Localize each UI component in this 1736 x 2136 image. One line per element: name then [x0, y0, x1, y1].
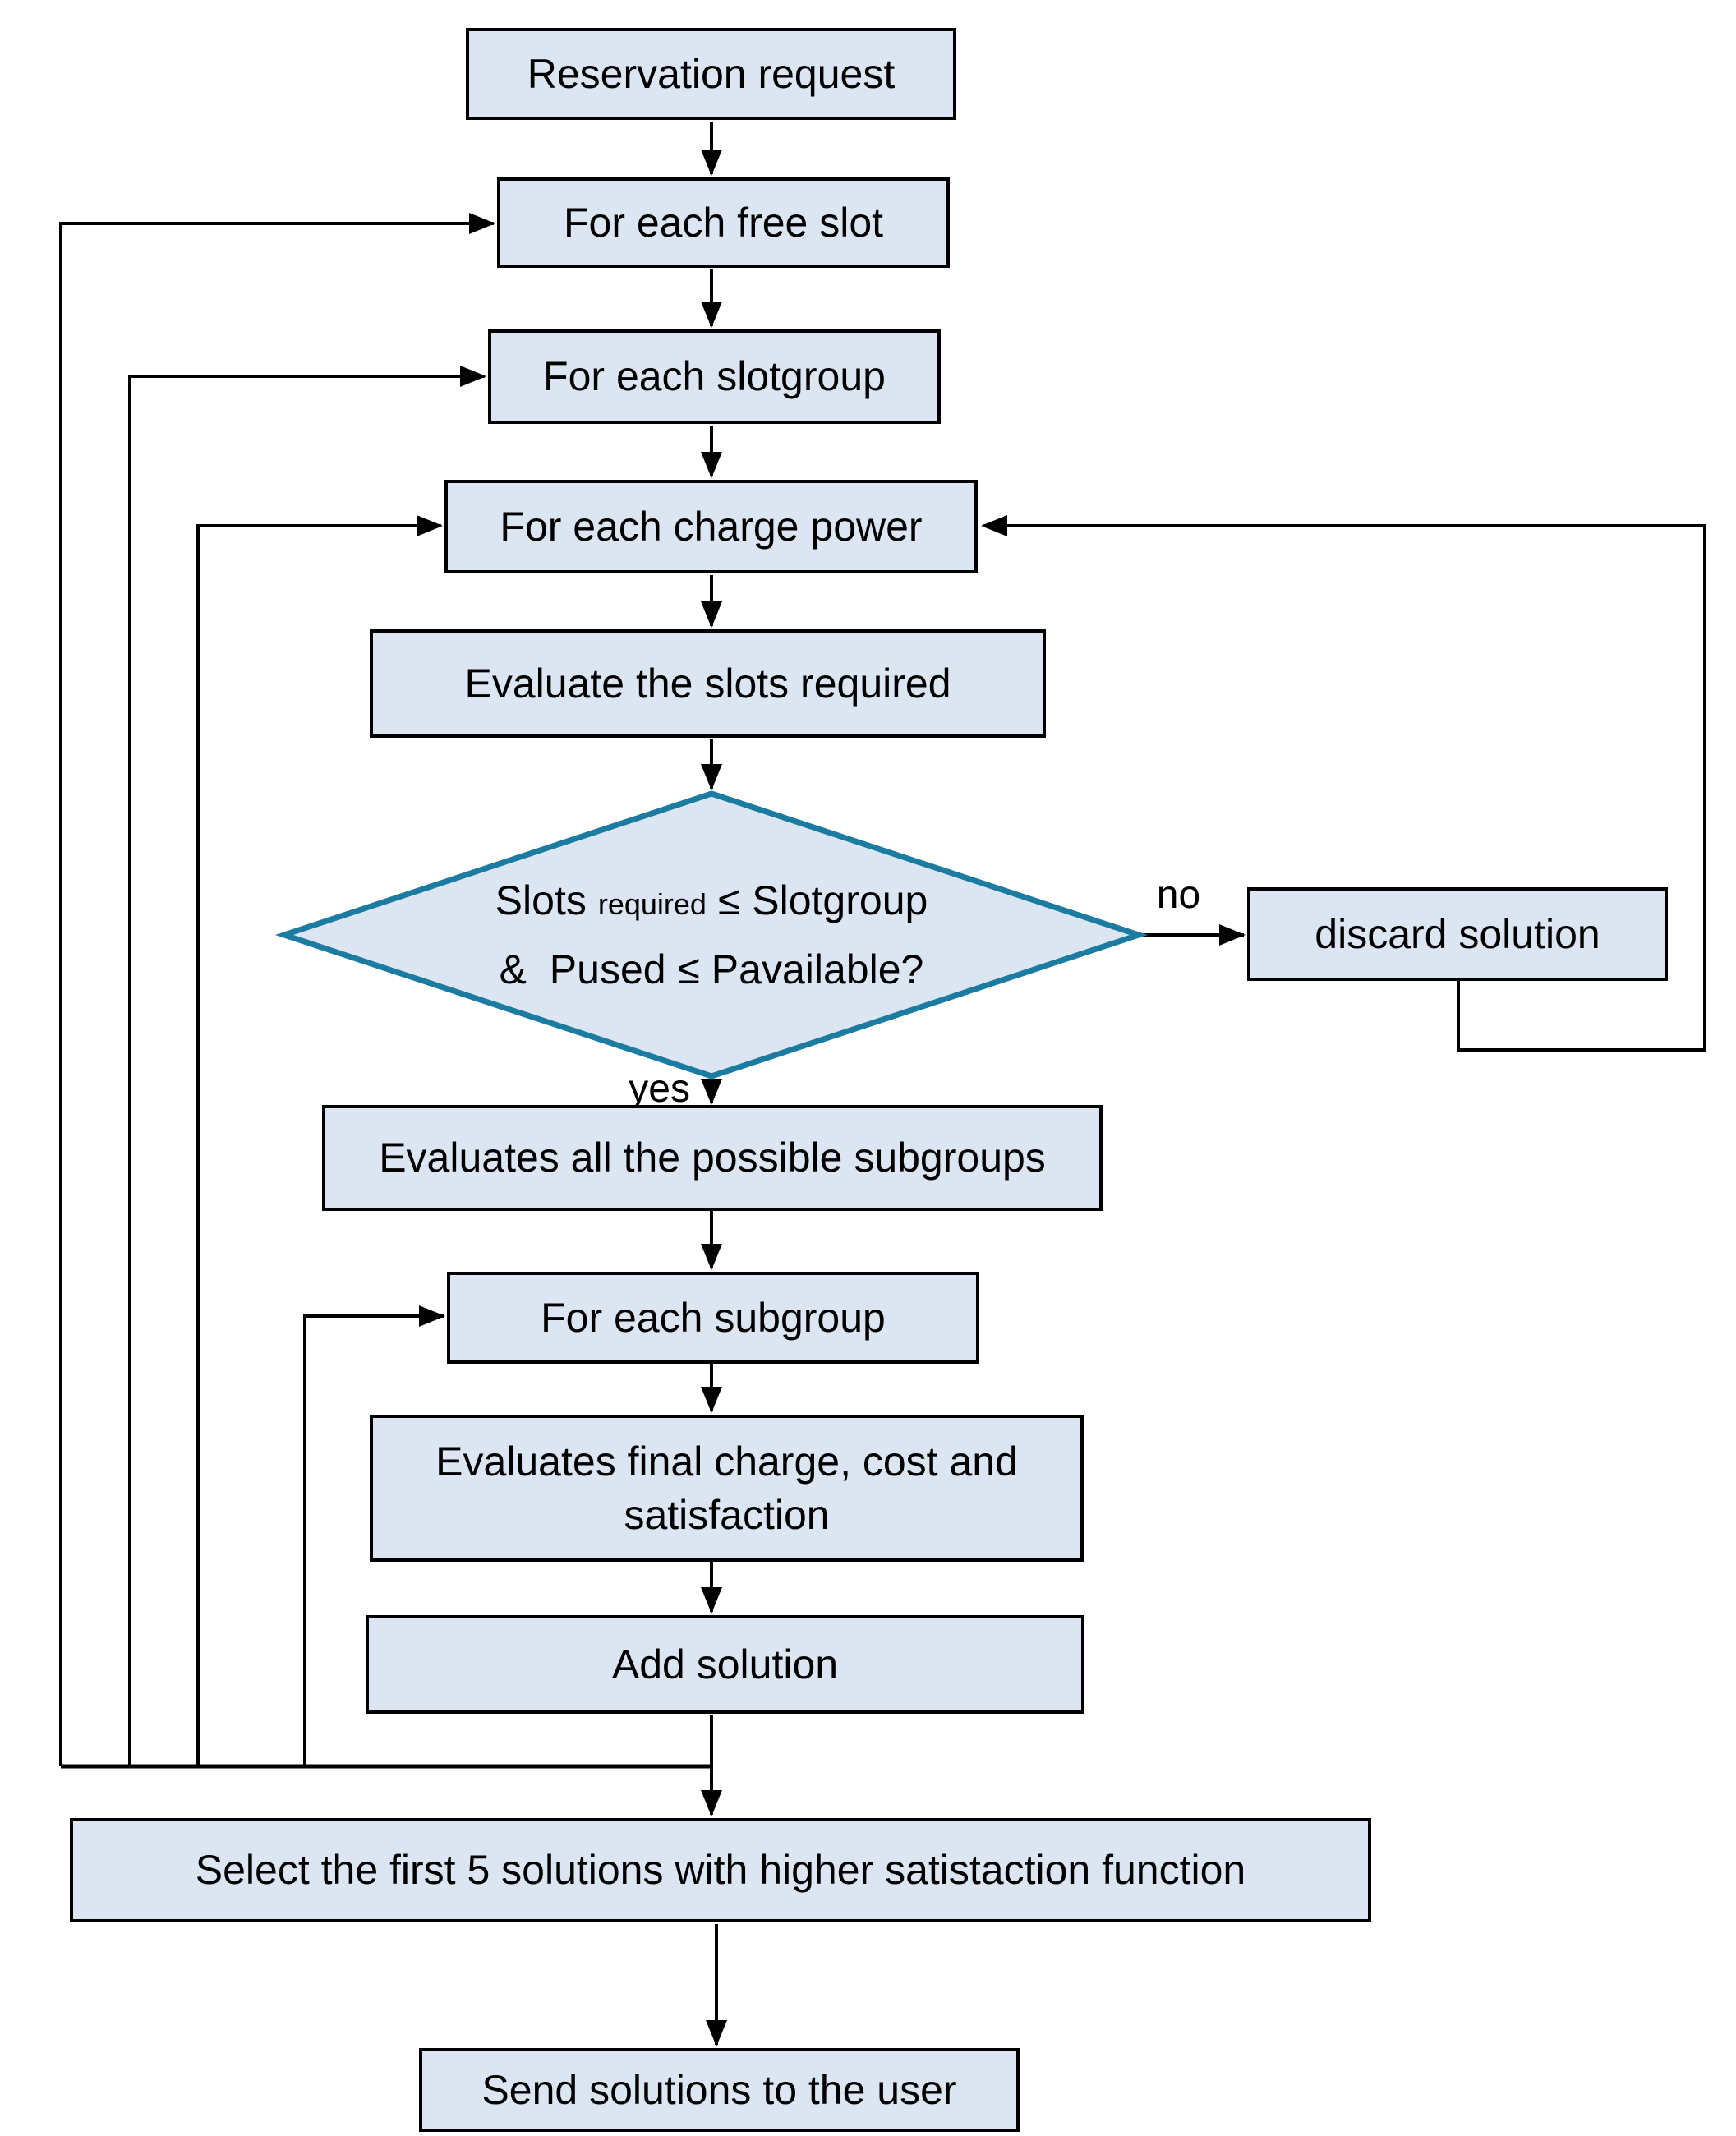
node-send-solutions: Send solutions to the user: [419, 2048, 1020, 2132]
node-label: Evaluates all the possible subgroups: [379, 1135, 1046, 1181]
edge-loop-slotgroup: [128, 366, 486, 1766]
decision-line2: & Pused ≤ Pavailable?: [499, 946, 924, 992]
decision-line1: Slots required ≤ Slotgroup: [495, 877, 928, 924]
edge-discard-return-to-chargepower: [981, 515, 1706, 1052]
node-label: Evaluates final charge, cost and satisfa…: [435, 1438, 1018, 1538]
node-for-each-slotgroup: For each slotgroup: [488, 329, 941, 424]
edge-loop-subgroup: [303, 1305, 445, 1766]
node-label: For each charge power: [500, 503, 923, 550]
node-discard-solution: discard solution: [1247, 887, 1668, 981]
node-for-each-subgroup: For each subgroup: [447, 1272, 979, 1364]
edge-label-yes: yes: [629, 1067, 690, 1111]
decision-diamond-text: Slots required ≤ Slotgroup & Pused ≤ Pav…: [383, 822, 1040, 1048]
node-label: Reservation request: [527, 50, 896, 97]
decision-diamond: [274, 790, 1149, 1080]
decision-le-slotgroup: ≤ Slotgroup: [717, 877, 928, 923]
edge-loop-freeslot: [59, 213, 495, 1766]
edge-label-no: no: [1156, 873, 1201, 917]
node-for-each-charge-power: For each charge power: [444, 480, 978, 573]
node-add-solution: Add solution: [366, 1615, 1084, 1714]
node-label: For each free slot: [563, 199, 884, 246]
node-label: Evaluate the slots required: [464, 660, 951, 707]
decision-required-subscript: required: [597, 887, 707, 921]
node-label: For each subgroup: [541, 1294, 886, 1341]
node-evaluate-slots-required: Evaluate the slots required: [370, 629, 1046, 738]
node-label: Add solution: [611, 1641, 839, 1687]
node-evaluates-all-subgroups: Evaluates all the possible subgroups: [322, 1105, 1103, 1211]
node-label: For each slotgroup: [543, 353, 886, 399]
decision-slots: Slots: [495, 877, 587, 923]
node-label: Select the first 5 solutions with higher…: [195, 1847, 1246, 1893]
node-select-first-5-solutions: Select the first 5 solutions with higher…: [70, 1818, 1371, 1922]
node-label: Send solutions to the user: [481, 2066, 957, 2113]
node-evaluates-final-charge: Evaluates final charge, cost and satisfa…: [370, 1415, 1084, 1562]
node-for-each-free-slot: For each free slot: [497, 177, 950, 268]
node-label: discard solution: [1315, 910, 1600, 957]
node-reservation-request: Reservation request: [466, 28, 956, 120]
edge-loop-chargepower: [196, 515, 443, 1766]
